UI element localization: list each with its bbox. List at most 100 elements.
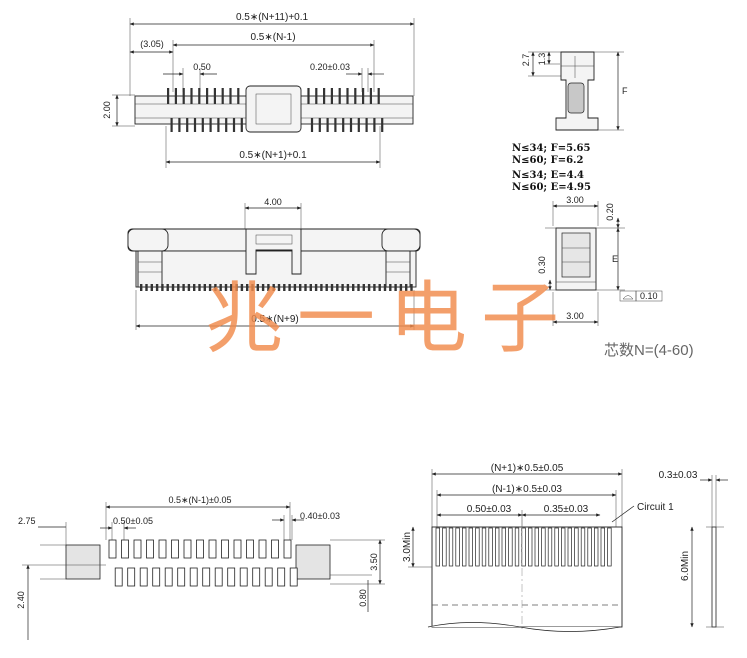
- note-line-3: N≤34; E=4.4: [512, 170, 584, 181]
- solder-pad: [221, 539, 229, 559]
- solder-pad: [152, 567, 161, 587]
- contact-pin: [369, 88, 372, 104]
- contact-pin: [338, 88, 341, 104]
- contact-pin: [325, 284, 328, 291]
- front-view: 0.5∗(N+11)+0.1 0.5∗(N-1) (3.05) 0.50 0.2…: [102, 12, 415, 168]
- dim-2-75: 2.75: [18, 516, 36, 526]
- contact-pin: [334, 118, 337, 132]
- solder-pad: [264, 567, 273, 587]
- contact-pin: [314, 284, 318, 291]
- solder-pad: [258, 539, 267, 559]
- contact-pin: [367, 284, 371, 291]
- contact-pin: [240, 284, 244, 291]
- top-latch: [245, 228, 302, 275]
- contact-pin: [318, 118, 321, 132]
- dim-bottom-width: 0.5∗(N+1)+0.1: [239, 150, 307, 161]
- contact-pin: [365, 118, 368, 132]
- flatness-icon: [622, 295, 634, 300]
- contact-pin: [310, 118, 314, 132]
- solder-pad: [121, 539, 129, 559]
- solder-pad: [277, 567, 286, 587]
- top-view: 4.00 0.5∗(N+9): [127, 197, 421, 330]
- solder-pad: [183, 539, 192, 559]
- dim-f: F: [622, 86, 628, 96]
- contact-pin: [307, 88, 310, 104]
- circuit-1-label: Circuit 1: [637, 502, 674, 513]
- fpc-finger: [607, 527, 612, 567]
- dim-fpc-total: (N+1)∗0.5±0.05: [491, 463, 564, 474]
- contact-pin: [299, 284, 302, 291]
- left-lock: [127, 228, 169, 252]
- fpc-finger: [435, 527, 440, 567]
- contact-pin: [208, 284, 212, 291]
- solder-pad: [146, 539, 154, 559]
- contact-pin: [182, 284, 185, 291]
- solder-pad: [283, 539, 292, 559]
- contact-pin: [320, 284, 323, 291]
- fpc-finger: [508, 527, 513, 567]
- contact-pin: [373, 284, 376, 291]
- contact-pin: [174, 88, 177, 104]
- side-view-bottom: 3.00 0.20 0.30 E 0.10 3.00: [537, 195, 663, 326]
- notes: N≤34; F=5.65 N≤60; F=6.2 N≤34; E=4.4 N≤6…: [512, 143, 591, 193]
- fpc-finger: [462, 527, 467, 567]
- dim-0-30: 0.30: [537, 256, 547, 274]
- dim-top-width: 3.00: [566, 195, 584, 205]
- contact-pin: [354, 88, 357, 104]
- solder-pad: [214, 567, 223, 587]
- dim-bottom-width: 3.00: [566, 311, 584, 321]
- contact-pin: [381, 118, 384, 132]
- contact-pin: [219, 284, 222, 291]
- dim-pitch-span: 0.5∗(N-1): [250, 32, 295, 43]
- dim-pcb-pitch: 0.50±0.05: [113, 516, 153, 526]
- contact-pin: [304, 284, 307, 291]
- contact-pin: [229, 88, 232, 104]
- contact-pin: [357, 118, 360, 132]
- fpc-finger: [495, 527, 500, 567]
- note-line-1: N≤34; F=5.65: [512, 143, 590, 154]
- flatness-symbol-box: [619, 290, 637, 302]
- contact-pin: [171, 284, 175, 291]
- dim-6-0-min: 6.0Min: [680, 551, 691, 581]
- dim-top-bottom: 0.5∗(N+9): [251, 314, 299, 325]
- fpc-finger: [501, 527, 506, 567]
- contact-pin: [378, 284, 381, 291]
- fpc-finger: [600, 527, 605, 567]
- note-line-2: N≤60; F=6.2: [512, 155, 584, 166]
- contact-pin: [346, 284, 350, 291]
- contact-pin: [203, 284, 206, 291]
- contact-pin: [326, 118, 329, 132]
- dim-2-7: 2.7: [521, 54, 531, 67]
- dim-fpc-span: (N-1)∗0.5±0.03: [492, 484, 562, 495]
- contact-pin: [155, 284, 159, 291]
- fpc-layout: (N+1)∗0.5±0.05 (N-1)∗0.5±0.03 0.50±0.03 …: [402, 463, 728, 632]
- contact-pin: [193, 284, 196, 291]
- solder-pad: [171, 539, 179, 559]
- right-lock: [381, 228, 421, 252]
- dim-latch-width: 4.00: [264, 197, 282, 207]
- solder-pad: [227, 567, 236, 587]
- contact-pin: [140, 284, 143, 291]
- contact-pin: [166, 284, 169, 291]
- contact-pin: [232, 118, 236, 132]
- contact-pin: [201, 118, 204, 132]
- contact-pin: [150, 284, 153, 291]
- fpc-finger: [547, 527, 553, 567]
- contact-pin: [235, 284, 238, 291]
- contact-pin: [277, 284, 281, 291]
- contact-pin: [225, 118, 228, 132]
- dim-0-20: 0.20: [605, 203, 615, 221]
- contact-pin: [346, 88, 349, 104]
- contact-pin: [352, 284, 355, 291]
- contact-pin: [213, 88, 216, 104]
- contact-pin: [342, 118, 345, 132]
- fpc-finger: [448, 527, 454, 567]
- solder-pad: [271, 539, 279, 559]
- dim-thickness: 0.3±0.03: [659, 470, 698, 481]
- contact-pin: [246, 284, 249, 291]
- dim-pin-width: 0.20±0.03: [310, 62, 350, 72]
- contact-pin: [377, 88, 380, 104]
- watermark: 兆一电子: [205, 274, 573, 364]
- contact-pin: [405, 284, 408, 291]
- contact-pin: [323, 88, 326, 104]
